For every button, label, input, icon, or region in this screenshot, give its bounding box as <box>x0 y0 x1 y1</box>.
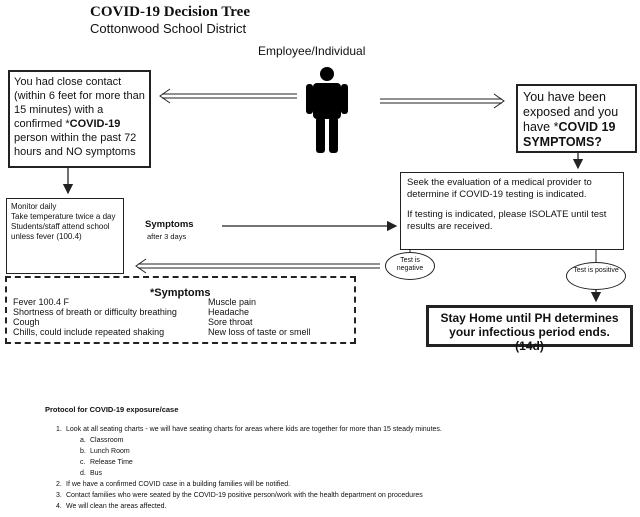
protocol-subitem: d.Bus <box>80 470 103 477</box>
exposed-text-a: You have been exposed and you have * <box>523 90 619 134</box>
arrow-to-exposed <box>380 93 505 109</box>
arrow-to-close-contact <box>159 88 297 104</box>
symptom-item: Fever 100.4 F <box>13 297 70 307</box>
arrow-negative-to-symptoms <box>135 258 380 274</box>
close-contact-box: You had close contact (within 6 feet for… <box>8 70 151 168</box>
protocol-subitem-text: Lunch Room <box>90 448 130 455</box>
protocol-subitem-text: Classroom <box>90 437 124 444</box>
seek-text-2: If testing is indicated, please ISOLATE … <box>407 209 607 232</box>
protocol-subitem-text: Release Time <box>90 459 133 466</box>
stay-home-box: Stay Home until PH determines your infec… <box>426 305 633 353</box>
symptoms-label: Symptoms <box>145 219 194 230</box>
person-icon <box>306 67 348 153</box>
protocol-item: 3.Contact families who were seated by th… <box>56 492 423 499</box>
page-title: COVID-19 Decision Tree <box>90 4 250 20</box>
seek-text-1: Seek the evaluation of a medical provide… <box>407 177 592 200</box>
symptoms-note: after 3 days <box>147 232 187 241</box>
symptom-item: Shortness of breath or difficulty breath… <box>13 307 177 317</box>
monitor-line: Monitor daily <box>11 202 57 211</box>
protocol-list: 1.Look at all seating charts - we will h… <box>56 424 442 512</box>
protocol-item: 1.Look at all seating charts - we will h… <box>56 426 442 433</box>
exposed-text-symptoms: COVID 19 SYMPTOMS? <box>523 120 616 149</box>
protocol-subitem: a.Classroom <box>80 437 124 444</box>
protocol-subitem: b.Lunch Room <box>80 448 130 455</box>
close-contact-text-b: person within the past 72 hours and NO s… <box>14 132 137 158</box>
close-contact-text-a: You had close contact (within 6 feet for… <box>14 76 145 130</box>
protocol-item-text: Look at all seating charts - we will hav… <box>66 426 442 433</box>
symptoms-list-box <box>5 276 356 344</box>
protocol-item-text: We will clean the areas affected. <box>66 503 167 510</box>
page-subtitle: Cottonwood School District <box>90 21 247 36</box>
monitor-box: Monitor daily Take temperature twice a d… <box>6 198 124 274</box>
protocol-item-text: If we have a confirmed COVID case in a b… <box>66 481 291 488</box>
test-positive-oval: Test is positive <box>566 262 626 290</box>
monitor-line: Students/staff attend school unless feve… <box>11 222 110 241</box>
protocol-heading: Protocol for COVID-19 exposure/case <box>45 405 179 414</box>
protocol-subitem-text: Bus <box>90 470 103 477</box>
symptom-item: Headache <box>208 307 250 317</box>
symptom-item: Cough <box>13 317 40 327</box>
protocol-item: 2.If we have a confirmed COVID case in a… <box>56 481 291 488</box>
symptoms-right-column: Muscle pain Headache Sore throat New los… <box>208 297 311 337</box>
symptoms-list-title: *Symptoms <box>150 287 211 299</box>
protocol-subitem: c.Release Time <box>80 459 133 466</box>
exposed-box: You have been exposed and you have *COVI… <box>516 84 637 153</box>
seek-evaluation-box: Seek the evaluation of a medical provide… <box>400 172 624 250</box>
symptoms-left-column: Fever 100.4 F Shortness of breath or dif… <box>13 297 177 337</box>
protocol-item: 4.We will clean the areas affected. <box>56 503 167 510</box>
close-contact-text-covid: COVID-19 <box>69 118 121 130</box>
protocol-item-text: Contact families who were seated by the … <box>66 492 423 499</box>
employee-label: Employee/Individual <box>258 44 366 58</box>
symptom-item: Chills, could include repeated shaking <box>13 327 165 337</box>
test-negative-oval: Test is negative <box>385 252 435 280</box>
symptom-item: New loss of taste or smell <box>208 327 311 337</box>
symptom-item: Sore throat <box>208 317 253 327</box>
monitor-line: Take temperature twice a day <box>11 212 116 221</box>
symptom-item: Muscle pain <box>208 297 257 307</box>
